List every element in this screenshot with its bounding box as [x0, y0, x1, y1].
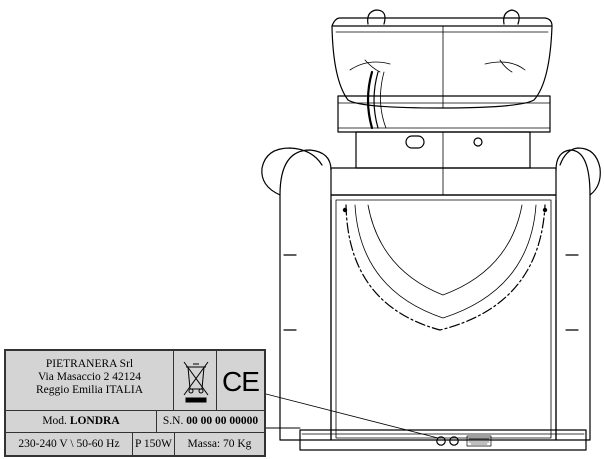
model-cell: Mod. LONDRA [5, 410, 157, 433]
chair-base [299, 429, 587, 451]
crossed-out-wheeled-bin-icon [183, 361, 209, 403]
control-knob-icon[interactable] [449, 436, 459, 446]
left-armrest [261, 147, 332, 441]
serial-label: S.N. [162, 415, 184, 427]
rating-plate: PIETRANERA Srl Via Masaccio 2 42124 Regg… [4, 349, 266, 457]
manufacturer-name: PIETRANERA Srl [45, 358, 134, 370]
wash-basin [331, 17, 553, 109]
ce-mark-cell: CE [216, 350, 265, 411]
chair-body [330, 194, 557, 441]
power-cell: P 150W [132, 432, 175, 456]
basin-support [330, 95, 557, 196]
weee-cell [173, 350, 217, 411]
manufacturer-block: PIETRANERA Srl Via Masaccio 2 42124 Regg… [5, 350, 174, 411]
serial-number-cell: S.N. 00 00 00 00000 [156, 410, 265, 433]
address-line-2: Reggio Emilia ITALIA [35, 384, 144, 396]
power-switch-icon[interactable] [436, 436, 446, 446]
voltage-cell: 230-240 V \ 50-60 Hz [5, 432, 133, 456]
ce-mark: CE [222, 366, 260, 397]
plate-leader-line [265, 393, 439, 439]
hand-shower [366, 9, 520, 130]
mass-cell: Massa: 70 Kg [174, 432, 265, 456]
right-armrest [555, 147, 601, 441]
model-value: LONDRA [69, 415, 120, 427]
model-label: Mod. [42, 415, 67, 427]
serial-value: 00 00 00 00000 [186, 415, 259, 427]
address-line-1: Via Masaccio 2 42124 [37, 371, 142, 383]
